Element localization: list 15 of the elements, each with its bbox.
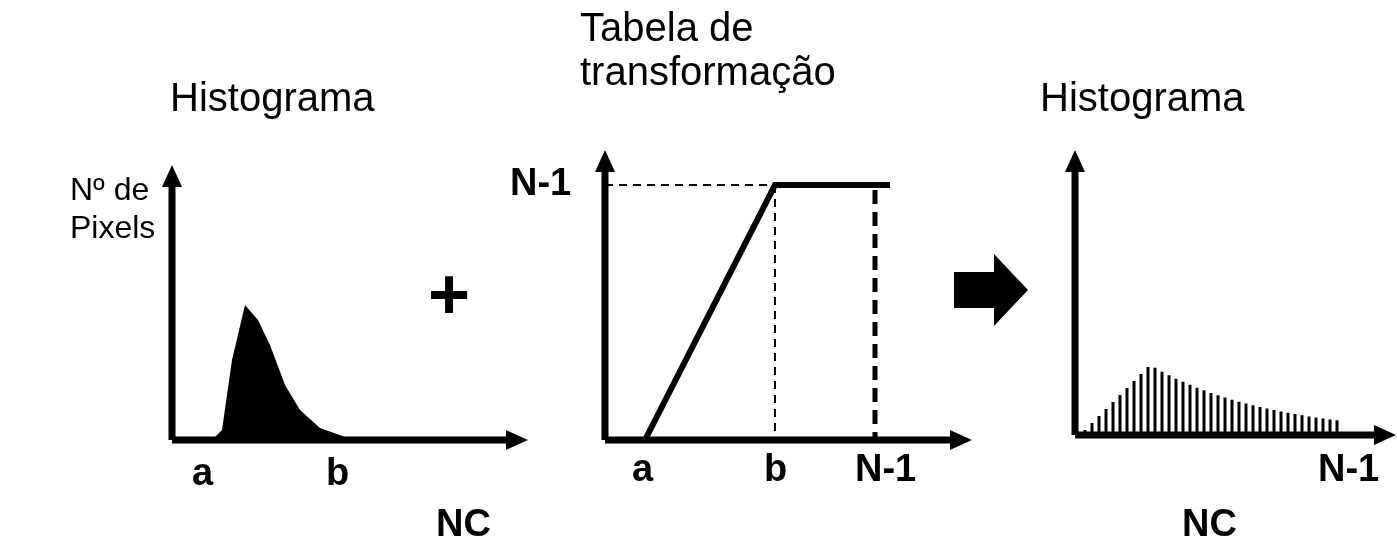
axis-label: Nº de Pixels — [70, 170, 157, 246]
arrow — [954, 254, 1028, 326]
axis-tick-label: N-1 — [510, 162, 572, 202]
axis-tick-label: a — [632, 448, 654, 488]
axis-tick-label: b — [764, 448, 788, 488]
axis-tick-label: b — [326, 452, 350, 492]
axis-label: NC — [1182, 503, 1237, 543]
axis-tick-label: N-1 — [1318, 448, 1380, 488]
axis-label: NC — [436, 503, 491, 543]
plus-sign: + — [428, 255, 471, 333]
axis-tick-label: N-1 — [855, 448, 917, 488]
chart-title: Histograma — [1040, 75, 1246, 119]
chart-title: Histograma — [170, 75, 376, 119]
chart-title: Tabela de transformação — [580, 5, 837, 93]
axis-tick-label: a — [192, 452, 214, 492]
